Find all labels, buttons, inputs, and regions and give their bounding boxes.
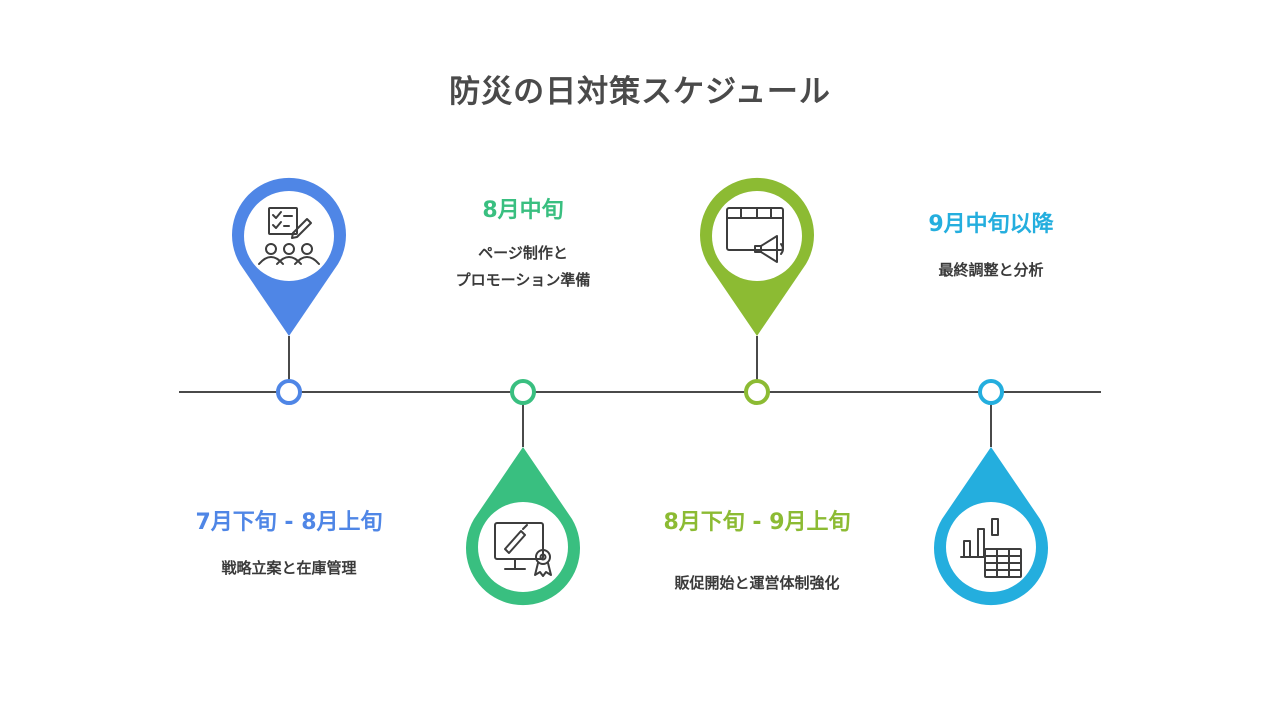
milestone-3: 8月下旬 - 9月上旬 販促開始と運営体制強化: [607, 504, 907, 597]
calendar-megaphone-icon: [726, 207, 784, 263]
timeline-node-2: [510, 379, 536, 405]
timeline-node-3: [744, 379, 770, 405]
chart-table-icon: [960, 518, 1022, 578]
map-pin-4: [934, 447, 1048, 606]
milestone-1: 7月下旬 - 8月上旬 戦略立案と在庫管理: [139, 504, 439, 582]
milestone-4-description: 最終調整と分析: [938, 261, 1044, 279]
map-pin-1: [232, 177, 346, 336]
milestone-1-period: 7月下旬 - 8月上旬: [195, 510, 383, 535]
timeline-node-4: [978, 379, 1004, 405]
milestone-2-description-line-1: ページ制作と: [478, 244, 568, 262]
milestone-4: 9月中旬以降 最終調整と分析: [841, 206, 1141, 284]
milestone-3-period: 8月下旬 - 9月上旬: [663, 510, 851, 535]
timeline-node-1: [276, 379, 302, 405]
milestone-1-description: 戦略立案と在庫管理: [221, 559, 357, 577]
page-title: 防災の日対策スケジュール: [449, 74, 831, 110]
planning-team-icon: [258, 207, 320, 265]
milestone-2-description-line-2: プロモーション準備: [455, 271, 591, 289]
milestone-2-period: 8月中旬: [482, 198, 564, 223]
milestone-2: 8月中旬 ページ制作と プロモーション準備: [373, 192, 673, 294]
map-pin-3: [700, 177, 814, 336]
milestone-3-description: 販促開始と運営体制強化: [674, 574, 840, 592]
milestone-4-period: 9月中旬以降: [928, 212, 1054, 237]
design-award-icon: [494, 522, 552, 577]
map-pin-2: [466, 447, 580, 606]
